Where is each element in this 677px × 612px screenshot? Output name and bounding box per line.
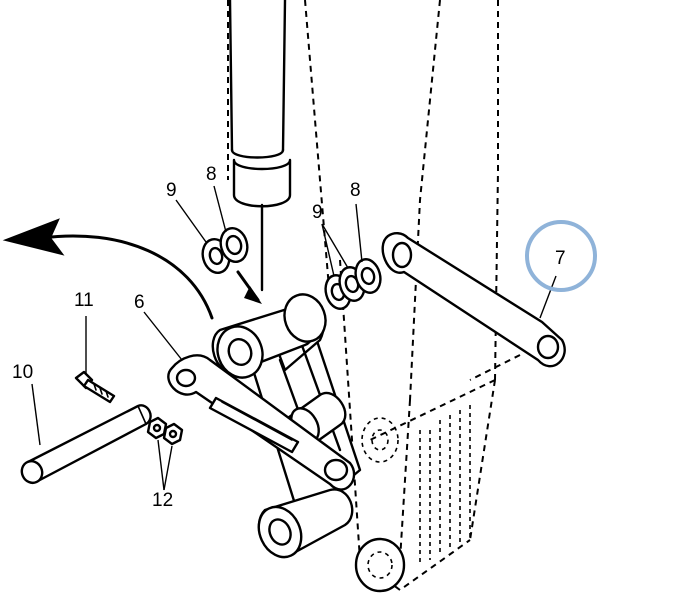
callout-8-left: 8 [206, 164, 217, 185]
callout-6: 6 [134, 292, 145, 313]
link-6 [167, 354, 356, 491]
hidden-bushing [354, 417, 406, 593]
callout-10: 10 [12, 362, 33, 383]
insert-arrow [236, 270, 262, 304]
callout-12: 12 [152, 490, 173, 511]
callout-numbers: 6 7 8 8 9 9 10 11 12 [12, 164, 566, 511]
nuts-12 [146, 416, 184, 446]
callout-8-right: 8 [350, 180, 361, 201]
top-bushing [211, 293, 327, 379]
removal-arrow [2, 218, 214, 320]
callout-11: 11 [74, 290, 94, 311]
callout-9-left: 9 [166, 180, 177, 201]
washers-left [201, 227, 249, 274]
callout-9-right: 9 [312, 202, 323, 223]
callout-7: 7 [555, 248, 566, 269]
washers-right [324, 258, 382, 310]
bottom-bushing [257, 488, 354, 559]
link-7 [381, 232, 566, 368]
pin-10 [20, 404, 152, 485]
callout-7-highlight-ring [525, 220, 597, 292]
bolt-11 [74, 370, 116, 404]
cylinder-rod [228, 0, 292, 292]
leader-lines [31, 185, 557, 491]
